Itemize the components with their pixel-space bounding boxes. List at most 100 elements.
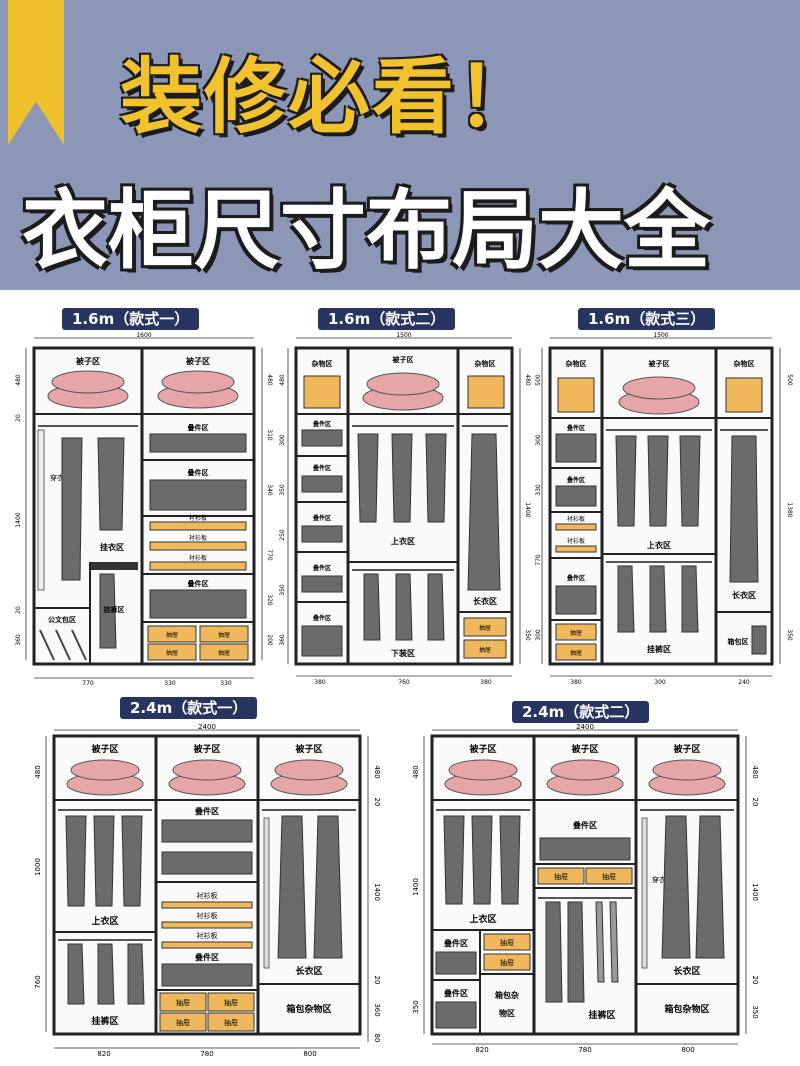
coat-icon bbox=[615, 435, 637, 527]
coat-icon bbox=[425, 433, 447, 523]
w5-quilt-3: 被子区 bbox=[673, 743, 700, 755]
pants-icon bbox=[127, 943, 145, 1005]
drawer bbox=[537, 867, 585, 885]
w4-dim-r-5: 360 bbox=[373, 1003, 381, 1016]
folded-clothes-icon bbox=[301, 429, 343, 447]
w4-quilt-3: 被子区 bbox=[295, 743, 322, 755]
pants-icon bbox=[649, 565, 667, 633]
w5-bottom-3: 800 bbox=[681, 1046, 694, 1054]
pants-icon bbox=[567, 901, 585, 1003]
w3-long: 长衣区 bbox=[732, 590, 756, 600]
coat-icon bbox=[443, 815, 465, 905]
w1-width-label: 1600 bbox=[136, 332, 151, 339]
w4-fold-1: 叠件区 bbox=[195, 806, 219, 816]
wardrobe-1-tag: 1.6m（款式一） bbox=[62, 308, 200, 330]
w3-bag: 箱包区 bbox=[728, 637, 749, 646]
w1-shirt-1: 衬衫板 bbox=[189, 514, 207, 522]
w3-dim-l-3: 330 bbox=[535, 484, 542, 496]
quilt-icon bbox=[70, 759, 140, 781]
w2-dim-r-1: 480 bbox=[524, 374, 531, 386]
coat-icon bbox=[65, 815, 87, 907]
w2-drawer-1: 抽屉 bbox=[479, 624, 491, 632]
w2-drawer-2: 抽屉 bbox=[479, 646, 491, 654]
w5-dim-l-2: 1400 bbox=[412, 878, 420, 896]
quilt-icon bbox=[448, 759, 518, 781]
drawer bbox=[463, 639, 507, 659]
w4-bottom-3: 800 bbox=[303, 1050, 316, 1058]
w1-dim-r-6: 200 bbox=[266, 634, 273, 646]
w2-dim-l-4: 250 bbox=[279, 529, 286, 541]
w1-bottom-1: 770 bbox=[82, 680, 94, 687]
w2-top-cloth: 上衣区 bbox=[391, 536, 415, 546]
w4-quilt-2: 被子区 bbox=[193, 743, 220, 755]
w5-dim-l-3: 350 bbox=[412, 1000, 420, 1013]
folded-clothes-icon bbox=[301, 525, 343, 543]
w3-dim-l-4: 770 bbox=[535, 554, 542, 566]
storage-box-icon bbox=[557, 377, 595, 413]
w3-width-label: 1500 bbox=[653, 332, 668, 339]
w5-top-cloth: 上衣区 bbox=[469, 913, 496, 925]
mirror-icon bbox=[37, 429, 45, 591]
w4-width-label: 2400 bbox=[198, 723, 216, 731]
w3-misc-right: 杂物区 bbox=[734, 359, 755, 368]
coat-icon bbox=[471, 815, 493, 905]
w3-bottom-1: 380 bbox=[570, 679, 582, 686]
pants-icon bbox=[99, 573, 117, 649]
w2-dim-r-3: 350 bbox=[524, 629, 531, 641]
w3-misc-left: 杂物区 bbox=[566, 359, 587, 368]
w3-top-cloth: 上衣区 bbox=[647, 540, 671, 550]
w1-fold-1: 叠件区 bbox=[188, 423, 209, 432]
wardrobe-1-diagram: 1600 480 20 1400 20 360 480 310 340 770 … bbox=[15, 332, 273, 687]
w1-dim-l-5: 360 bbox=[15, 634, 22, 646]
pants-icon bbox=[363, 573, 381, 641]
w1-pants: 挂裤区 bbox=[104, 605, 125, 614]
folded-clothes-icon bbox=[539, 837, 631, 861]
w4-drawer-2: 抽屉 bbox=[224, 998, 238, 1007]
pants-icon bbox=[67, 943, 85, 1005]
w2-misc-right: 杂物区 bbox=[475, 359, 496, 368]
w2-fold-5: 叠件区 bbox=[313, 614, 331, 622]
w2-bottom-2: 760 bbox=[398, 679, 410, 686]
pants-icon bbox=[681, 565, 699, 633]
w5-misc: 箱包杂物区 bbox=[664, 1003, 709, 1015]
w4-drawer-1: 抽屉 bbox=[176, 998, 190, 1007]
drawer bbox=[483, 953, 531, 971]
tie-icon bbox=[595, 901, 605, 983]
w2-dim-l-5: 350 bbox=[279, 584, 286, 596]
w1-shirt-3: 衬衫板 bbox=[189, 554, 207, 562]
w5-width-label: 2400 bbox=[576, 723, 594, 731]
drawer bbox=[207, 1012, 255, 1032]
w3-dim-l-5: 300 bbox=[535, 629, 542, 641]
folded-clothes-icon bbox=[161, 851, 253, 875]
w2-dim-l-3: 350 bbox=[279, 484, 286, 496]
w2-bottom-1: 380 bbox=[314, 679, 326, 686]
w5-fold-left-1: 叠件区 bbox=[444, 938, 468, 948]
w2-fold-1: 叠件区 bbox=[313, 420, 331, 428]
w3-bottom-3: 240 bbox=[738, 679, 750, 686]
subheadline: 衣柜尺寸布局大全 bbox=[22, 181, 710, 281]
w4-fold-2: 叠件区 bbox=[195, 952, 219, 962]
w1-dim-l-2: 20 bbox=[15, 414, 22, 422]
w1-shirt-2: 衬衫板 bbox=[189, 534, 207, 542]
quilt-icon bbox=[652, 759, 722, 781]
w5-dim-r-5: 350 bbox=[751, 1005, 759, 1018]
drawer bbox=[555, 643, 597, 661]
quilt-icon bbox=[274, 759, 344, 781]
w2-bottom-3: 380 bbox=[480, 679, 492, 686]
w5-drawer-1: 抽屉 bbox=[500, 938, 514, 947]
pants-icon bbox=[97, 943, 115, 1005]
w4-long: 长衣区 bbox=[295, 965, 322, 977]
w1-dim-r-5: 320 bbox=[266, 594, 273, 606]
w4-dim-l-1: 480 bbox=[34, 765, 42, 778]
drawer bbox=[585, 867, 633, 885]
folded-clothes-icon bbox=[149, 479, 247, 511]
drawer bbox=[199, 643, 249, 661]
w2-long: 长衣区 bbox=[473, 596, 497, 606]
drawer bbox=[159, 992, 207, 1012]
w1-dim-r-4: 770 bbox=[266, 549, 273, 561]
w4-shirt-3: 衬衫板 bbox=[197, 931, 218, 940]
drawer bbox=[199, 625, 249, 643]
bookmark-ribbon-icon bbox=[8, 0, 64, 145]
long-coat-icon bbox=[277, 815, 307, 959]
w2-bottom-cloth: 下装区 bbox=[391, 648, 415, 658]
